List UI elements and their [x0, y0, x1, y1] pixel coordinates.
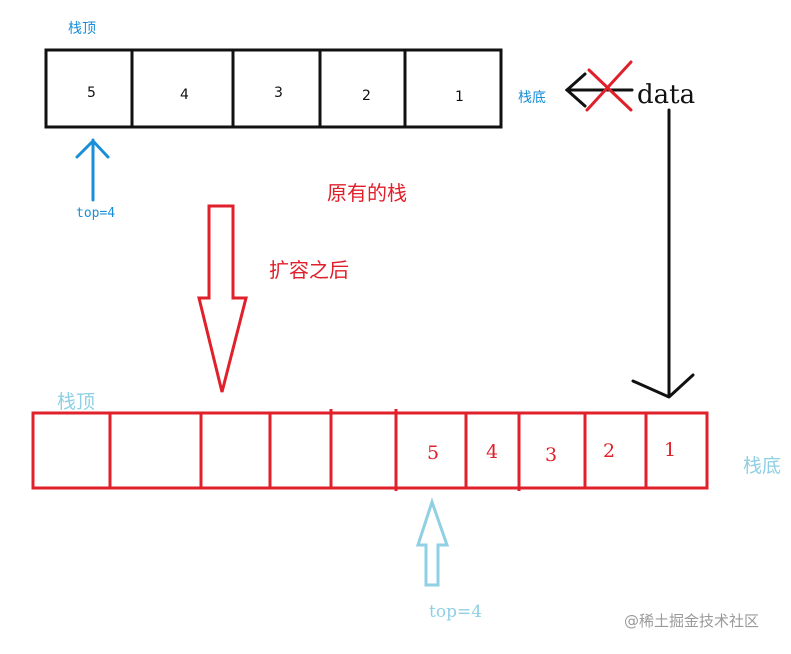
expanded-top-pointer-arrow [415, 497, 450, 587]
expanded-top-label: 栈顶 [57, 391, 96, 413]
expanded-cell-value: 1 [664, 439, 677, 461]
original-cell-value: 2 [362, 88, 371, 104]
expanded-top-pointer-label: top=4 [429, 602, 483, 622]
original-cell-value: 5 [87, 85, 96, 101]
expanded-cell-value: 5 [427, 442, 440, 464]
after-expand-caption: 扩容之后 [269, 258, 349, 282]
original-stack-caption: 原有的栈 [327, 181, 407, 205]
original-top-label: 栈顶 [68, 21, 96, 37]
expand-arrow-icon [197, 204, 248, 393]
top-pointer-label: top=4 [76, 206, 116, 221]
original-stack [44, 48, 503, 129]
expanded-cell-value: 3 [545, 444, 558, 466]
x-mark-icon [585, 60, 633, 112]
data-flow-arrow [631, 108, 695, 399]
original-stack-frame [44, 48, 503, 129]
expanded-cell-value: 4 [486, 441, 499, 463]
expanded-cell-value: 2 [603, 440, 616, 462]
data-label: data [637, 80, 696, 110]
push-arrow-icon [564, 72, 634, 108]
watermark: @稀土掘金技术社区 [624, 612, 760, 630]
top-pointer-arrow [75, 138, 110, 202]
expanded-stack-frame [31, 411, 709, 490]
original-cell-value: 1 [455, 89, 464, 105]
original-cell-value: 4 [180, 87, 189, 103]
original-cell-value: 3 [274, 85, 283, 101]
original-bottom-label: 栈底 [518, 90, 546, 106]
expanded-stack [31, 409, 709, 491]
expanded-bottom-label: 栈底 [743, 455, 782, 477]
